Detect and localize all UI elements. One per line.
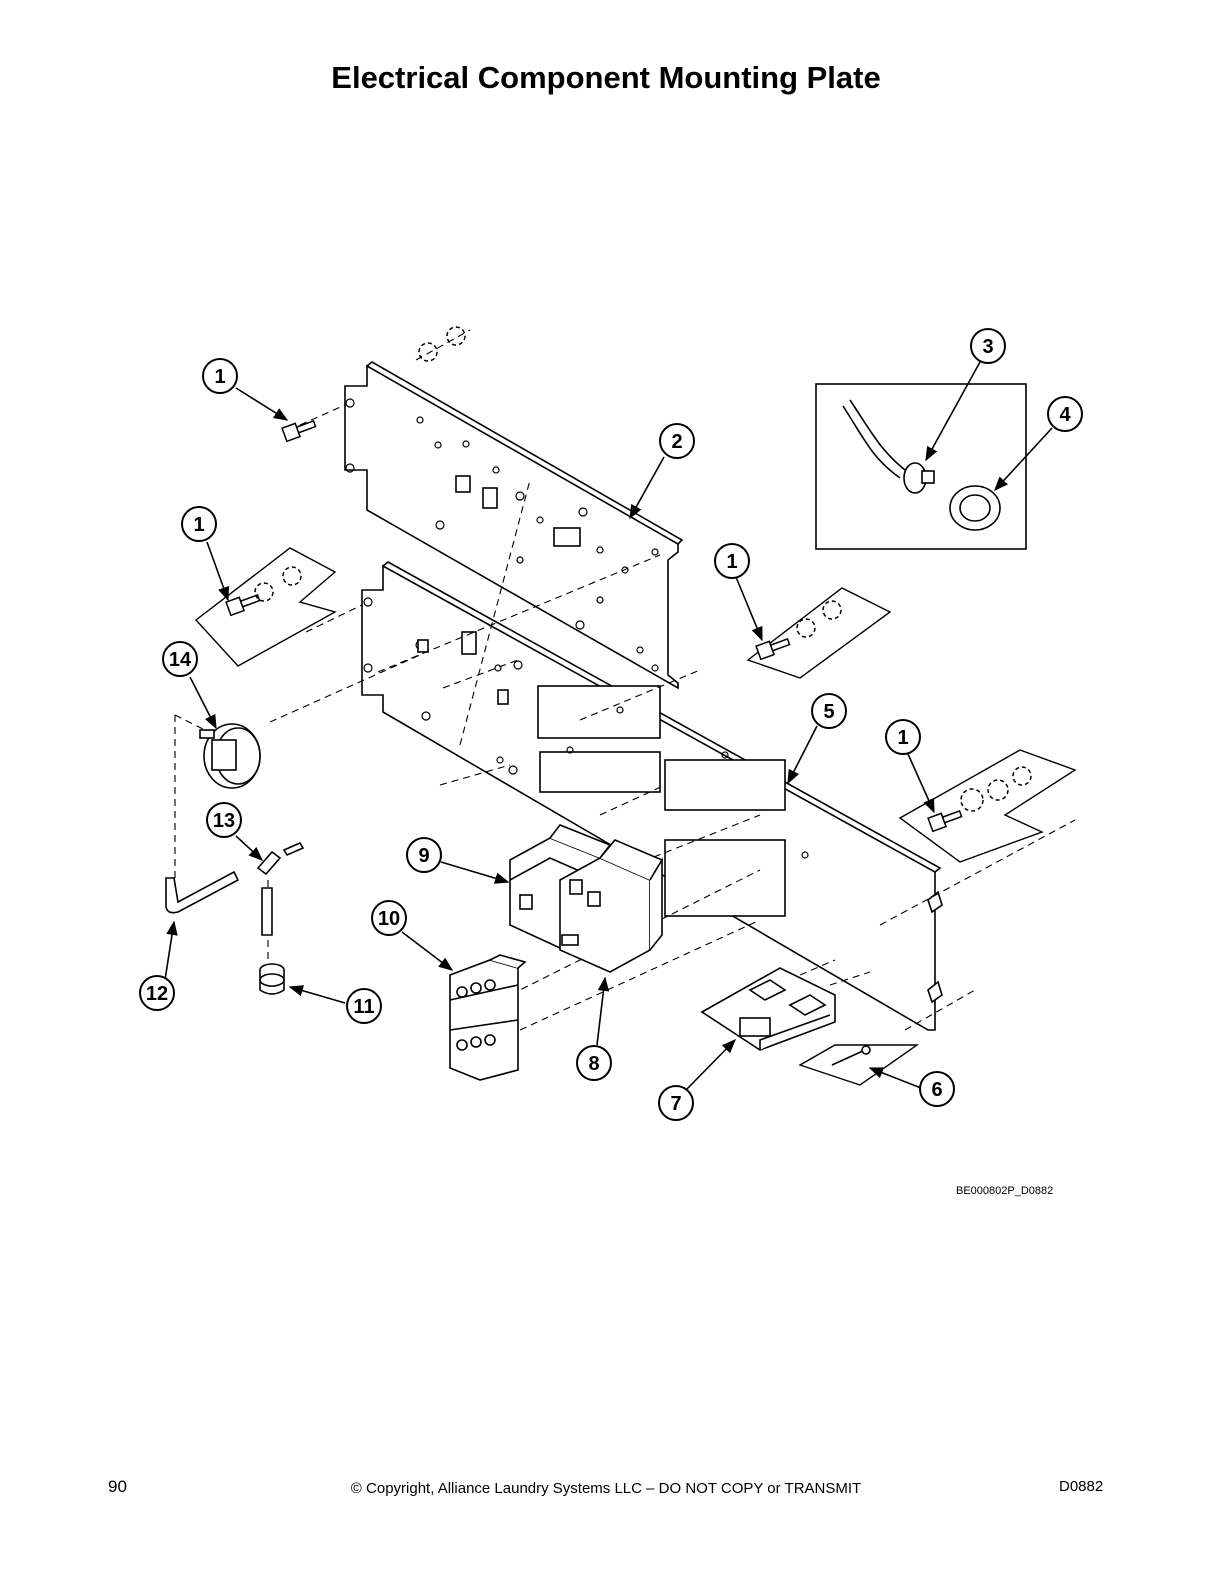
svg-text:4: 4 (1059, 404, 1071, 426)
svg-text:7: 7 (670, 1093, 681, 1115)
callout-4: 4 (1047, 396, 1083, 432)
callout-1-left: 1 (181, 506, 217, 542)
svg-text:1: 1 (897, 727, 908, 749)
callout-14: 14 (162, 641, 198, 677)
callout-12: 12 (139, 975, 175, 1011)
callout-13: 13 (206, 802, 242, 838)
svg-text:1: 1 (214, 366, 225, 388)
bracket-and-rivet (700, 967, 871, 1066)
callout-9: 9 (406, 837, 442, 873)
svg-text:1: 1 (726, 551, 737, 573)
callout-5: 5 (811, 693, 847, 729)
page-title: Electrical Component Mounting Plate (331, 60, 881, 95)
svg-text:6: 6 (931, 1079, 942, 1101)
callout-6: 6 (919, 1071, 955, 1107)
callout-7: 7 (658, 1085, 694, 1121)
svg-text:10: 10 (378, 908, 400, 930)
callout-8: 8 (576, 1045, 612, 1081)
diagram-reference-code: BE000802P_D0882 (956, 1185, 1054, 1197)
callout-1-upper: 1 (202, 358, 238, 394)
page-number: 90 (108, 1477, 127, 1496)
hoses-and-fittings (165, 841, 305, 995)
contactors (509, 824, 664, 973)
svg-text:14: 14 (169, 649, 192, 671)
terminal-block (449, 954, 527, 1081)
inset-box (815, 383, 1027, 550)
callout-3: 3 (970, 328, 1006, 364)
document-code: D0882 (1059, 1478, 1104, 1495)
svg-text:13: 13 (213, 810, 235, 832)
leader-lines (164, 361, 1053, 1091)
svg-text:3: 3 (982, 336, 993, 358)
svg-text:12: 12 (146, 983, 168, 1005)
svg-text:9: 9 (418, 845, 429, 867)
svg-text:1: 1 (193, 514, 204, 536)
svg-text:11: 11 (353, 996, 374, 1018)
lower-mounting-plate (361, 561, 943, 1031)
callout-2: 2 (659, 423, 695, 459)
svg-text:5: 5 (823, 701, 834, 723)
callouts: 1 1 1 1 2 3 4 5 6 7 8 9 10 11 12 13 14 (139, 328, 1083, 1121)
callout-10: 10 (371, 900, 407, 936)
callout-1-right: 1 (885, 719, 921, 755)
callout-11: 11 (346, 988, 382, 1024)
callout-1-middle: 1 (714, 543, 750, 579)
pressure-switch (199, 723, 261, 789)
screws (225, 326, 1032, 833)
svg-text:8: 8 (588, 1053, 599, 1075)
copyright-notice: © Copyright, Alliance Laundry Systems LL… (350, 1480, 862, 1497)
svg-text:2: 2 (671, 431, 682, 453)
upper-mounting-plate (344, 361, 684, 690)
